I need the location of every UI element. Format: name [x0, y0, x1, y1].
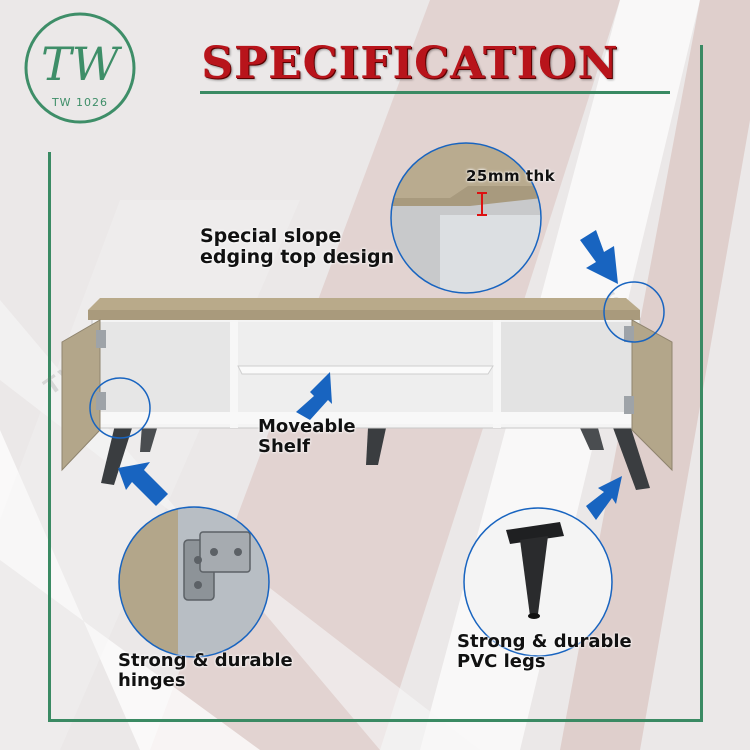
edge-highlight-circle [603, 281, 665, 343]
shelf-label-line2: Shelf [258, 436, 310, 458]
hinge-label: Strong & durable hinges [118, 650, 293, 692]
slope-edge-label-line2: edging top design [200, 246, 395, 269]
frame-line-left [48, 152, 51, 719]
hinge-label-line1: Strong & durable [118, 650, 293, 671]
slope-edge-label: Special slope edging top design [200, 225, 395, 269]
shelf-label-line1: Moveable [258, 416, 356, 437]
hinge-highlight-circle [89, 377, 151, 439]
frame-line-right [700, 45, 703, 722]
legs-label-line2: PVC legs [457, 651, 546, 673]
zoom-leg-detail [463, 507, 613, 657]
pvc-leg-icon [506, 522, 564, 619]
zoom-hinge-detail [118, 506, 270, 658]
tv-cabinet [61, 298, 673, 472]
frame-line-top [200, 91, 670, 94]
zoom-edge-detail [390, 142, 542, 294]
shelf-label: Moveable Shelf [258, 416, 356, 458]
brand-logo: TW [24, 12, 136, 124]
cabinet-legs [101, 425, 650, 490]
arrow-icon [118, 230, 622, 520]
page-title: SPECIFICATION [201, 38, 619, 89]
legs-label-line1: Strong & durable [457, 631, 632, 652]
frame-line-bottom [48, 719, 703, 722]
hinge-icon [183, 531, 251, 601]
legs-label: Strong & durable PVC legs [457, 631, 632, 673]
logo-letters: TW [41, 37, 123, 91]
hinge-label-line2: hinges [118, 670, 186, 692]
thickness-label: 25mm thk [466, 167, 556, 185]
slope-edge-label-line1: Special slope [200, 225, 342, 247]
logo-code: TW 1026 [51, 96, 109, 109]
